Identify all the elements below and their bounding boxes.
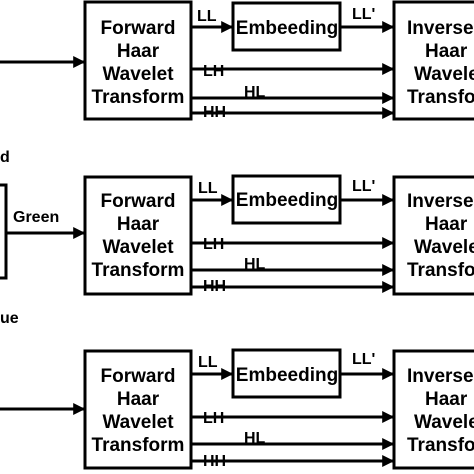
forward-line-4: Transform bbox=[92, 87, 185, 108]
hl-label: HL bbox=[244, 84, 266, 101]
blue-channel-label: ue bbox=[0, 310, 19, 327]
forward-line-4: Transform bbox=[92, 260, 185, 281]
embedding-label: Embeeding bbox=[236, 190, 338, 211]
ll-label: LL bbox=[198, 354, 218, 371]
hh-label: HH bbox=[203, 278, 226, 295]
forward-line-4: Transform bbox=[92, 435, 185, 456]
embedding-box bbox=[231, 174, 342, 225]
inverse-line-1: Inverse bbox=[407, 191, 474, 212]
inverse-line-2: Haar bbox=[425, 41, 468, 62]
inverse-line-4: Transfor bbox=[407, 87, 474, 108]
red-channel-label: d bbox=[0, 149, 10, 166]
inverse-line-3: Wavelet bbox=[414, 412, 474, 433]
green-channel-label: Green bbox=[13, 209, 59, 226]
forward-line-3: Wavelet bbox=[102, 237, 174, 258]
forward-haar-box bbox=[83, 175, 193, 296]
hl-label: HL bbox=[244, 430, 266, 447]
forward-line-2: Haar bbox=[117, 389, 160, 410]
hh-label: HH bbox=[203, 104, 226, 121]
hl-label: HL bbox=[244, 256, 266, 273]
forward-haar-box bbox=[83, 349, 193, 470]
inverse-line-2: Haar bbox=[425, 214, 468, 235]
forward-line-3: Wavelet bbox=[102, 64, 174, 85]
inverse-haar-box bbox=[392, 0, 474, 121]
inverse-line-1: Inverse bbox=[407, 18, 474, 39]
ll-prime-label: LL' bbox=[352, 351, 375, 368]
lh-label: LH bbox=[203, 63, 224, 80]
inverse-line-2: Haar bbox=[425, 389, 468, 410]
ll-label: LL bbox=[197, 8, 217, 25]
embedding-label: Embeeding bbox=[236, 365, 338, 386]
ll-prime-label: LL' bbox=[352, 178, 375, 195]
inverse-line-3: Wavelet bbox=[414, 237, 474, 258]
forward-line-2: Haar bbox=[117, 214, 160, 235]
inverse-haar-box bbox=[392, 349, 474, 470]
ll-prime-label: LL' bbox=[352, 6, 375, 23]
embedding-box bbox=[231, 348, 342, 399]
inverse-haar-box bbox=[392, 175, 474, 296]
channel-1: Forward Haar Wavelet Transform LL Embeed… bbox=[0, 0, 474, 121]
input-box-edge bbox=[0, 183, 8, 280]
inverse-line-1: Inverse bbox=[407, 366, 474, 387]
inverse-line-4: Transfor bbox=[407, 435, 474, 456]
inverse-line-3: Wavelet bbox=[414, 64, 474, 85]
channel-3: Forward Haar Wavelet Transform LL Embeed… bbox=[0, 348, 474, 470]
forward-line-1: Forward bbox=[101, 366, 176, 387]
inverse-line-4: Transfor bbox=[407, 260, 474, 281]
forward-haar-box bbox=[83, 0, 193, 121]
lh-label: LH bbox=[203, 410, 224, 427]
forward-line-1: Forward bbox=[101, 18, 176, 39]
forward-line-2: Haar bbox=[117, 41, 160, 62]
embedding-label: Embeeding bbox=[236, 18, 338, 39]
forward-line-3: Wavelet bbox=[102, 412, 174, 433]
forward-line-1: Forward bbox=[101, 191, 176, 212]
channel-2: Forward Haar Wavelet Transform LL Embeed… bbox=[6, 174, 474, 296]
hh-label: HH bbox=[203, 453, 226, 470]
ll-label: LL bbox=[198, 180, 218, 197]
lh-label: LH bbox=[203, 236, 224, 253]
